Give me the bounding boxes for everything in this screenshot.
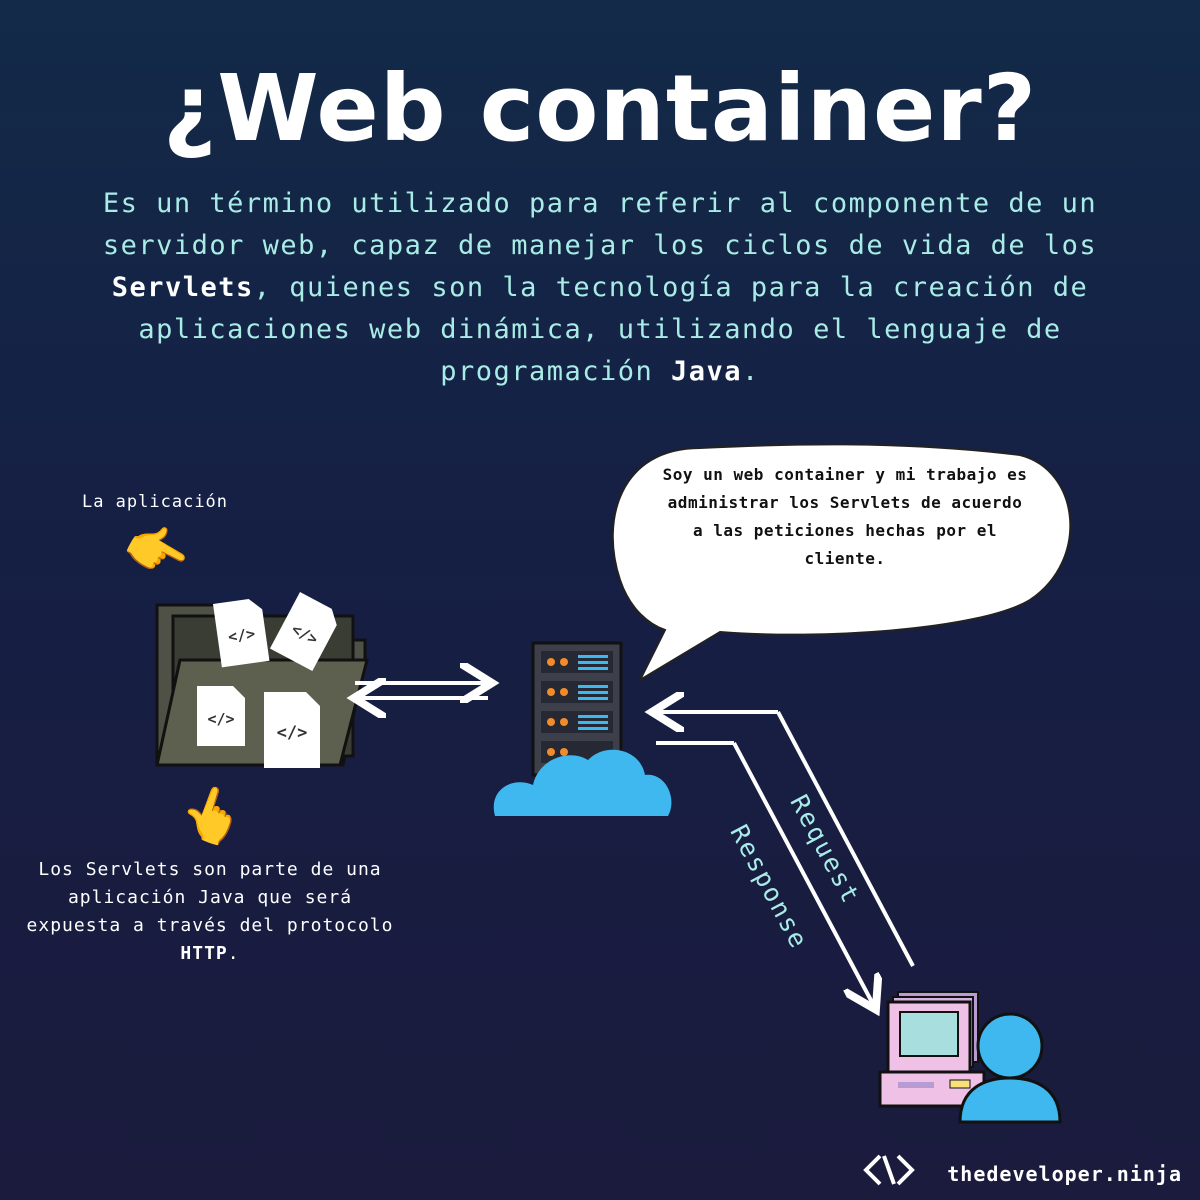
page-title: ¿Web container? [162, 55, 1038, 162]
servlets-note-http: HTTP [180, 943, 228, 964]
bubble-text: Soy un web container y mi trabajo es adm… [662, 465, 1028, 568]
code-file-icon: </> [269, 592, 337, 672]
code-file-icon-glyph: </> [207, 710, 234, 728]
client-computer-icon [878, 991, 986, 1108]
code-file-icon: </> [197, 686, 245, 746]
intro-text-1: Es un término utilizado para referir al … [102, 188, 1098, 261]
intro-text-2: , quienes son la tecnología para la crea… [138, 272, 1089, 387]
footer: thedeveloper.ninja [873, 1162, 1182, 1186]
code-file-icon: </> [264, 692, 320, 768]
code-file-icon-glyph: </> [227, 625, 256, 647]
servlets-note-end: . [227, 943, 240, 964]
response-arrow [656, 741, 874, 1006]
user-icon [958, 1012, 1062, 1124]
footer-brand[interactable]: thedeveloper.ninja [947, 1162, 1182, 1186]
intro-servlets-term: Servlets [111, 272, 254, 303]
code-file-icon-glyph: </> [277, 723, 308, 743]
servlets-note: Los Servlets son parte de una aplicación… [20, 856, 400, 968]
servlets-note-text: Los Servlets son parte de una aplicación… [26, 859, 394, 936]
intro-java-term: Java [671, 356, 743, 387]
code-file-icon: </> [213, 598, 270, 668]
request-arrow [656, 712, 915, 967]
cloud-icon [493, 749, 672, 816]
app-server-arrows [355, 683, 488, 698]
intro-paragraph: Es un término utilizado para referir al … [90, 183, 1110, 393]
app-label: La aplicación [81, 492, 229, 512]
intro-text-3: . [742, 356, 760, 387]
speech-bubble [611, 443, 1072, 683]
brand-logo-icon [863, 1154, 915, 1186]
